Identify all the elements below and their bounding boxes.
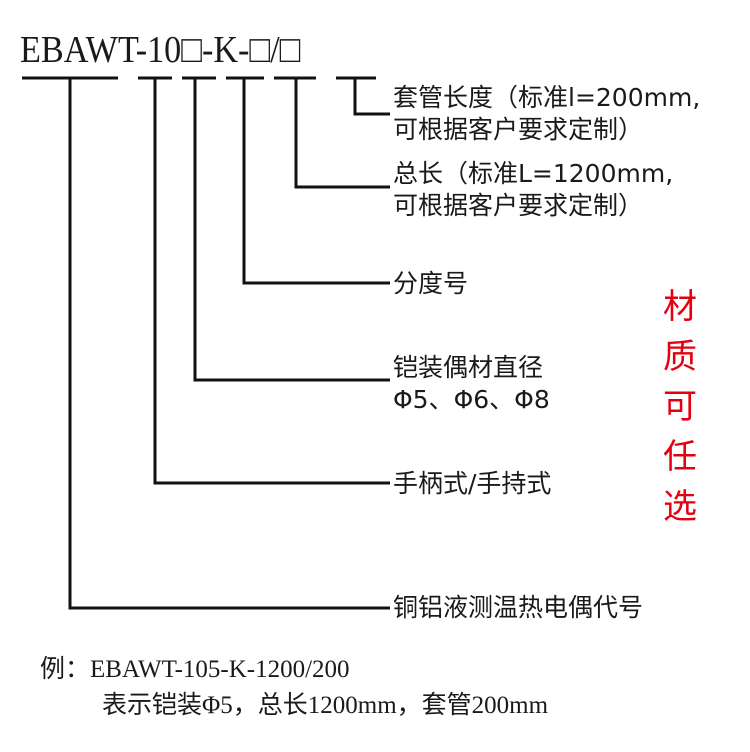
label-line: 铠装偶材直径 [393,353,544,382]
note-char: 选 [663,487,697,527]
label-line: 可根据客户要求定制） [393,191,644,220]
label-line: 总长（标准L=1200mm, [393,159,674,188]
note-char: 可 [663,387,697,427]
model-code: EBAWT-10□-K-□/□ [20,29,301,71]
example-line-1: 例：EBAWT-105-K-1200/200 [40,652,548,688]
label-line: 套管长度（标准l=200mm, [393,83,701,112]
label-line: 可根据客户要求定制） [393,115,644,144]
note-char: 任 [663,437,697,477]
label-sleeve-length: 套管长度（标准l=200mm, 可根据客户要求定制） [393,82,700,146]
label-sheath-diameter: 铠装偶材直径 Φ5、Φ6、Φ8 [393,352,550,416]
example-block: 例：EBAWT-105-K-1200/200 表示铠装Φ5，总长1200mm，套… [40,652,548,724]
material-optional-note: 材 质 可 任 选 [660,282,700,532]
example-code: EBAWT-105-K-1200/200 [90,656,350,683]
note-char: 材 [663,287,697,327]
label-product-code: 铜铝液测温热电偶代号 [393,593,644,622]
label-graduation: 分度号 [393,269,469,298]
note-char: 质 [663,337,697,377]
label-total-length: 总长（标准L=1200mm, 可根据客户要求定制） [393,158,673,222]
label-line: Φ5、Φ6、Φ8 [393,385,550,414]
label-handle-type: 手柄式/手持式 [393,469,552,498]
example-meaning: 表示铠装Φ5，总长1200mm，套管200mm [102,692,549,719]
example-prefix: 例： [40,656,91,683]
